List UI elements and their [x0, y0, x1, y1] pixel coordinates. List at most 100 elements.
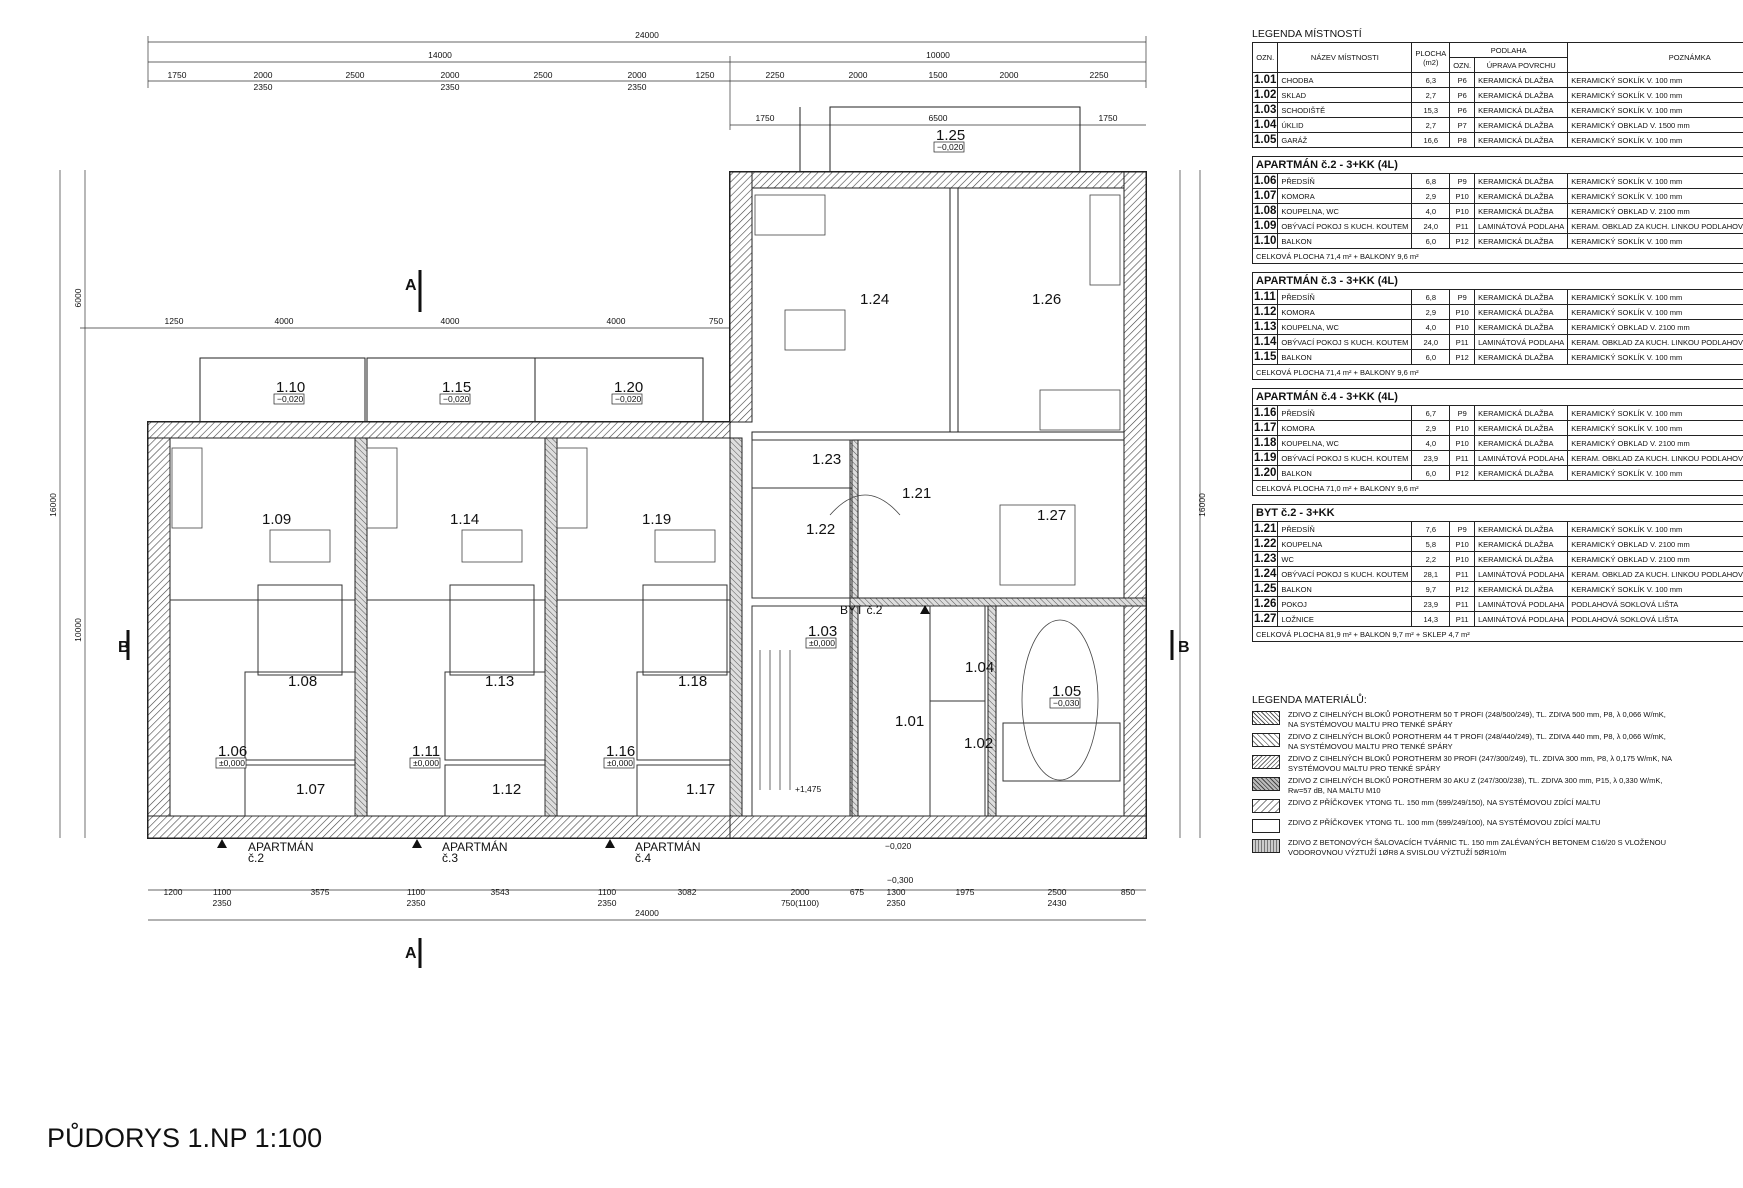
room-name: KOMORA [1277, 420, 1413, 436]
legend-section-title: BYT č.2 - 3+KK [1251, 504, 1743, 522]
room-note: KERAMICKÝ SOKLÍK V. 100 mm [1567, 289, 1743, 305]
dim-bottom-sub: 2350 [887, 898, 906, 908]
legend-gap [1253, 148, 1743, 157]
room-area: 6,0 [1411, 233, 1451, 249]
room-code-1-13: 1.13 [485, 673, 514, 690]
floor-surface: KERAMICKÁ DLAŽBA [1474, 233, 1569, 249]
header-name: NÁZEV MÍSTNOSTI [1277, 42, 1413, 73]
room-area: 14,3 [1411, 611, 1451, 627]
room-code: 1.15 [1251, 349, 1279, 365]
stair-level: +1,475 [795, 784, 822, 794]
room-level: −0,020 [937, 142, 964, 152]
room-name: BALKON [1277, 581, 1413, 597]
room-name: PŘEDSÍŇ [1277, 173, 1413, 189]
legend-section-title-row: APARTMÁN č.3 - 3+KK (4L) [1251, 272, 1743, 290]
room-code-1-07: 1.07 [296, 781, 325, 798]
level-box [273, 393, 305, 405]
legend-table: OZN. NÁZEV MÍSTNOSTI PLOCHA(m2) PODLAHA … [1251, 42, 1743, 642]
drawing-title: PŮDORYS 1.NP 1:100 [47, 1123, 323, 1153]
header-note: POZNÁMKA [1567, 42, 1743, 73]
material-item: ZDIVO Z CIHELNÝCH BLOKŮ POROTHERM 50 T P… [1252, 710, 1672, 729]
room-area: 4,0 [1411, 203, 1451, 219]
floor-surface: KERAMICKÁ DLAŽBA [1474, 304, 1569, 320]
room-code-1-17: 1.17 [686, 781, 715, 798]
room-name: PŘEDSÍŇ [1277, 405, 1413, 421]
room-area: 2,9 [1411, 420, 1451, 436]
room-code-1-15: 1.15 [442, 379, 471, 396]
material-item: ZDIVO Z PŘÍČKOVEK YTONG TL. 100 mm (599/… [1252, 818, 1672, 835]
room-name: KOUPELNA [1277, 536, 1413, 552]
room-code: 1.04 [1251, 117, 1279, 133]
dim-terrace: 1750 [756, 113, 775, 123]
entry-arrow-icon [412, 839, 422, 848]
apartment-2-label: APARTMÁN [248, 839, 314, 854]
room-note: PODLAHOVÁ SOKLOVÁ LIŠTA [1567, 611, 1743, 627]
floor-surface: KERAMICKÁ DLAŽBA [1474, 319, 1569, 335]
dim-bottom-sub: 2350 [407, 898, 426, 908]
floor-surface: KERAMICKÁ DLAŽBA [1474, 405, 1569, 421]
floor-surface: LAMINÁTOVÁ PODLAHA [1474, 566, 1569, 582]
floor-code: P10 [1449, 536, 1476, 552]
room-code: 1.17 [1251, 420, 1279, 436]
floor-code: P6 [1449, 72, 1476, 88]
entry-arrow-icon [217, 839, 227, 848]
material-description: ZDIVO Z CIHELNÝCH BLOKŮ POROTHERM 44 T P… [1288, 732, 1666, 751]
room-code-1-02: 1.02 [964, 735, 993, 752]
room-level: ±0,000 [809, 638, 835, 648]
room-area: 6,8 [1411, 173, 1451, 189]
header-area: PLOCHA(m2) [1411, 42, 1451, 73]
material-description: ZDIVO Z CIHELNÝCH BLOKŮ POROTHERM 30 AKU… [1288, 776, 1663, 795]
floor-surface: KERAMICKÁ DLAŽBA [1474, 289, 1569, 305]
room-level: −0,020 [615, 394, 642, 404]
dim-terrace: 6500 [929, 113, 948, 123]
section-a-bottom: A [405, 945, 417, 962]
byt-label: BYT č.2 [840, 603, 883, 617]
room-code-1-10: 1.10 [276, 379, 305, 396]
dim-left-total: 16000 [48, 493, 58, 517]
dim-top-segment: 2000 [849, 70, 868, 80]
entry-arrow-icon [920, 605, 930, 614]
room-name: POKOJ [1277, 596, 1413, 612]
room-level: −0,020 [277, 394, 304, 404]
room-note: KERAMICKÝ SOKLÍK V. 100 mm [1567, 233, 1743, 249]
legend-gap-cell [1253, 264, 1743, 273]
room-level: ±0,000 [607, 758, 633, 768]
floor-surface: KERAMICKÁ DLAŽBA [1474, 349, 1569, 365]
room-name: KOMORA [1277, 188, 1413, 204]
floor-code: P11 [1449, 611, 1476, 627]
room-name: BALKON [1277, 349, 1413, 365]
room-note: KERAMICKÝ OBKLAD V. 2100 mm [1567, 551, 1743, 567]
room-code-1-09: 1.09 [262, 511, 291, 528]
room-code-1-26: 1.26 [1032, 291, 1061, 308]
legend-title: LEGENDA MÍSTNOSTÍ [1252, 28, 1362, 40]
material-description: ZDIVO Z PŘÍČKOVEK YTONG TL. 150 mm (599/… [1288, 798, 1601, 807]
legend-section-title-row: APARTMÁN č.2 - 3+KK (4L) [1251, 156, 1743, 174]
dim-bottom-sub: 2430 [1048, 898, 1067, 908]
section-b-left: B [118, 639, 130, 656]
room-code: 1.16 [1251, 405, 1279, 421]
room-code-1-24: 1.24 [860, 291, 889, 308]
dim-balcony: 750 [709, 316, 723, 326]
floor-code: P12 [1449, 349, 1476, 365]
material-swatch [1252, 839, 1280, 853]
dim-bottom-segment: 1300 [887, 887, 906, 897]
level-box [439, 393, 471, 405]
room-note: KERAMICKÝ SOKLÍK V. 100 mm [1567, 188, 1743, 204]
room-area: 15,3 [1411, 102, 1451, 118]
material-swatch [1252, 799, 1280, 813]
room-note: KERAM. OBKLAD ZA KUCH. LINKOU PODLAHOVÁ … [1567, 334, 1743, 350]
room-name: KOUPELNA, WC [1277, 203, 1413, 219]
dim-top-segment: 2250 [766, 70, 785, 80]
floor-code: P10 [1449, 551, 1476, 567]
material-description: ZDIVO Z BETONOVÝCH ŠALOVACÍCH TVÁRNIC TL… [1288, 838, 1667, 857]
